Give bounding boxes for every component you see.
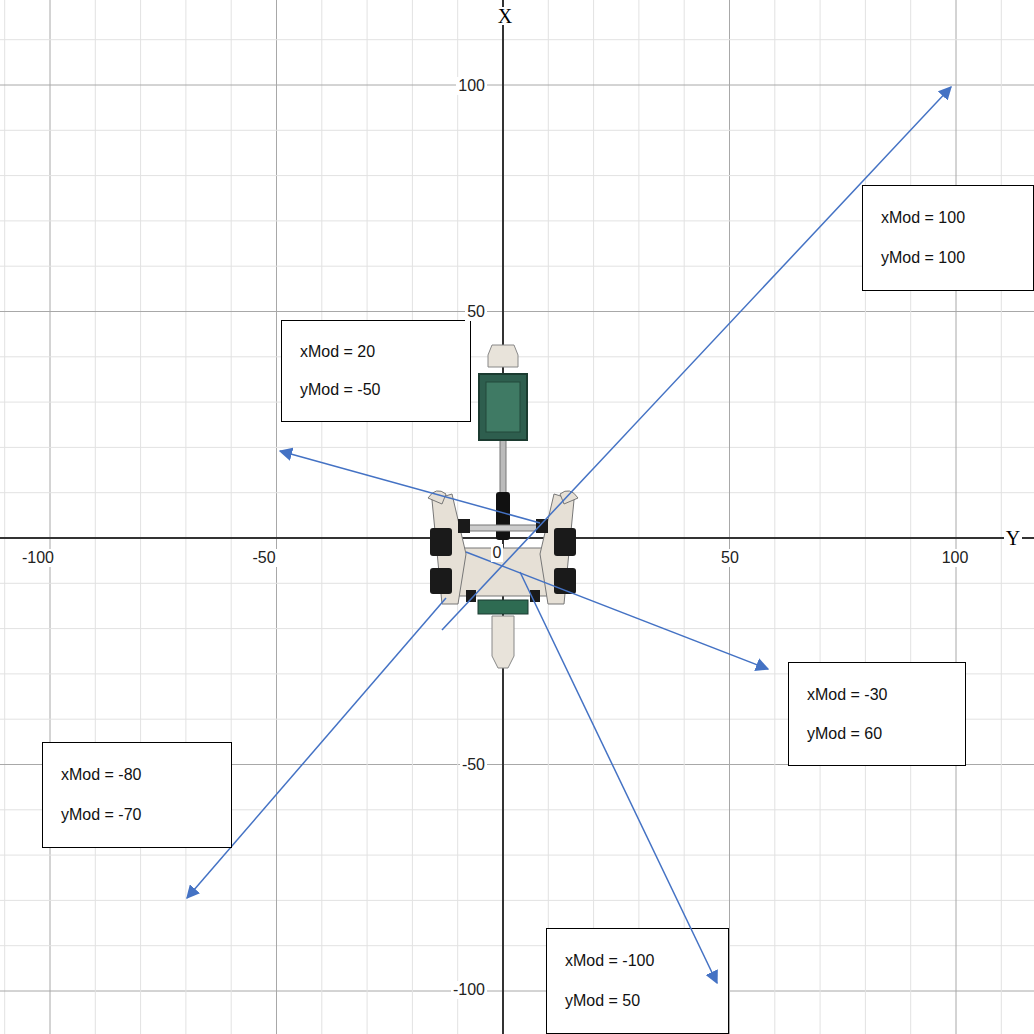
tick-label: -100 [451,981,487,999]
mod-value: xMod = 20 [300,342,452,362]
mod-value: xMod = 100 [881,208,1015,228]
axis-label: Y [1004,529,1022,547]
tick-label: 100 [456,77,487,95]
grid-line [231,0,232,1034]
grid-line [684,0,685,1034]
grid-line [0,39,1034,40]
mod-value: xMod = -30 [807,685,947,705]
grid-line [276,0,277,1034]
tick-label: 0 [491,544,504,562]
robot-wheels [430,519,576,602]
callout-box: xMod = -80 yMod = -70 [42,742,232,848]
grid-line [185,0,186,1034]
callout-box: xMod = 100 yMod = 100 [862,185,1034,291]
grid-line [0,855,1034,856]
grid-line [0,945,1034,946]
mod-value: yMod = 100 [881,248,1015,268]
callout-box: xMod = 20 yMod = -50 [281,320,471,422]
grid-line [140,0,141,1034]
direction-arrows [187,87,951,898]
grid-line [774,0,775,1034]
mod-value: yMod = -70 [61,805,213,825]
mod-value: yMod = 60 [807,724,947,744]
callout-box: xMod = -100 yMod = 50 [546,928,729,1034]
grid-line [0,537,1034,539]
grid-line [865,0,866,1034]
grid-line [820,0,821,1034]
tick-label: -50 [250,549,277,567]
tick-label: 50 [465,303,487,321]
grid-line [0,175,1034,176]
grid-line [0,447,1034,448]
grid-line [0,628,1034,629]
tick-label: -50 [460,756,487,774]
grid-line [321,0,322,1034]
grid-line [1001,0,1002,1034]
grid-line [593,0,594,1034]
robot-arm [479,345,527,540]
mod-value: yMod = 50 [565,991,710,1011]
robot-chassis [428,491,578,668]
grid-line [4,0,5,1034]
grid-line [729,0,730,1034]
grid-line [956,0,957,1034]
axis-label: X [496,7,514,25]
mod-value: yMod = -50 [300,380,452,400]
tick-label: -100 [20,549,56,567]
grid-line [0,130,1034,131]
grid-line [95,0,96,1034]
grid-line [0,991,1034,992]
callout-box: xMod = -30 yMod = 60 [788,662,966,766]
mod-value: xMod = -100 [565,951,710,971]
grid-line [0,311,1034,312]
tick-label: 50 [719,549,741,567]
tick-label: 100 [940,549,971,567]
grid-line [0,900,1034,901]
mod-value: xMod = -80 [61,765,213,785]
grid-line [412,0,413,1034]
grid-line [0,492,1034,493]
grid-line [50,0,51,1034]
grid-line [638,0,639,1034]
grid-line [367,0,368,1034]
grid-line [0,85,1034,86]
grid-line [910,0,911,1034]
